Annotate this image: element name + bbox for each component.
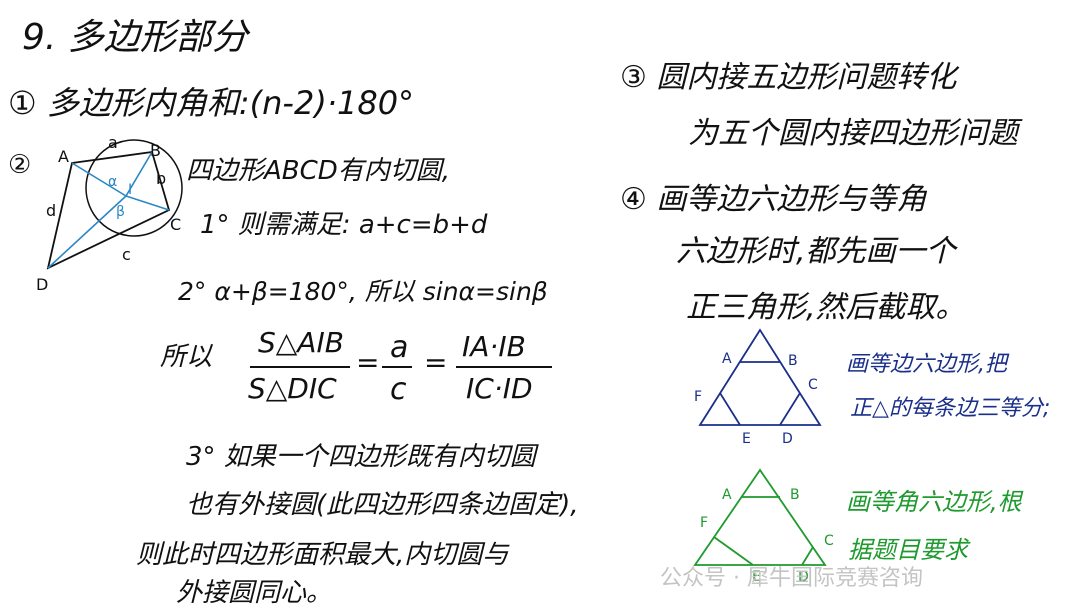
item-2-condition-3-line-3: 则此时四边形面积最大,内切圆与 [136, 540, 509, 570]
item-2-marker: ② [8, 150, 32, 180]
blue-note-line-1: 画等边六边形,把 [846, 352, 1007, 377]
item-1-interior-angle-sum: ① 多边形内角和:(n-2)·180° [8, 84, 415, 122]
vertex-c-label: C [170, 215, 181, 234]
watermark: 公众号 · 犀牛国际竞赛咨询 [660, 566, 923, 591]
fraction-bar-mid [382, 366, 412, 368]
equilateral-hexagon-figure: A B C D E F [694, 328, 822, 447]
diagonal-id [47, 195, 127, 269]
area-dic-denominator: S△DIC [248, 372, 337, 405]
green-label-c: C [824, 533, 834, 549]
item-2-description: 四边形ABCD有内切圆, [186, 156, 451, 186]
item-3-line-2: 为五个圆内接四边形问题 [688, 116, 1018, 151]
page-title: 9. 多边形部分 [22, 17, 248, 58]
green-label-d: D [798, 569, 809, 585]
fraction-bar-left [250, 366, 350, 368]
item-4-line-1: ④ 画等边六边形与等角 [620, 182, 927, 217]
equiangular-hexagon-figure: A B C D E F [693, 468, 834, 585]
side-c-label: c [122, 245, 131, 264]
center-i-label: I [128, 182, 132, 198]
side-a-numerator: a [390, 330, 409, 365]
diagonal-ib [125, 151, 153, 197]
incircle [85, 139, 183, 237]
fraction-bar-right [456, 366, 552, 368]
item-2-condition-2: 2° α+β=180°, 所以 sinα=sinβ [178, 277, 548, 306]
equals-sign-1: = [356, 346, 380, 379]
side-a-label: a [108, 133, 118, 152]
green-label-f: F [700, 515, 708, 531]
item-4-line-3: 正三角形,然后截取。 [686, 290, 966, 325]
blue-label-b: B [788, 353, 798, 369]
blue-label-d: D [782, 431, 793, 447]
item-2-condition-3-line-4: 外接圆同心。 [176, 578, 333, 608]
area-aib-numerator: S△AIB [258, 326, 344, 359]
vertex-d-label: D [36, 275, 48, 294]
angle-alpha-label: α [108, 174, 117, 190]
green-label-a: A [722, 487, 732, 503]
blue-cut-cd [779, 392, 801, 426]
green-cut-ef [713, 536, 754, 566]
green-note-line-1: 画等角六边形,根 [846, 488, 1022, 516]
item-2-condition-3-line-1: 3° 如果一个四边形既有内切圆 [186, 442, 536, 472]
green-note-line-2: 据题目要求 [848, 536, 968, 564]
fraction-prefix: 所以 [160, 342, 213, 372]
blue-label-a: A [722, 351, 732, 367]
item-3-line-1: ③ 圆内接五边形问题转化 [620, 60, 957, 95]
vertex-b-label: B [150, 141, 161, 160]
side-c-denominator: c [390, 372, 407, 407]
blue-label-f: F [694, 389, 702, 405]
item-2-condition-3-line-2: 也有外接圆(此四边形四条边固定), [186, 490, 579, 520]
green-label-e: E [752, 569, 761, 585]
angle-beta-label: β [116, 204, 125, 220]
blue-cut-ef [719, 392, 741, 426]
item-4-line-2: 六边形时,都先画一个 [676, 234, 956, 269]
blue-note-line-2: 正△的每条边三等分; [850, 396, 1051, 421]
blue-triangle [698, 328, 822, 426]
diagonal-ic [125, 195, 170, 211]
item-2-condition-1: 1° 则需满足: a+c=b+d [200, 210, 488, 240]
ic-id-denominator: IC·ID [466, 372, 533, 405]
green-triangle [693, 468, 827, 566]
vertex-a-label: A [58, 147, 69, 166]
diagonal-ia [71, 162, 127, 197]
side-d-label: d [46, 201, 56, 220]
blue-label-e: E [742, 431, 751, 447]
ia-ib-numerator: IA·IB [462, 330, 526, 363]
green-label-b: B [790, 487, 800, 503]
side-b-label: b [156, 169, 166, 188]
incircle-quadrilateral-figure: A B C D a b c d α I β [36, 133, 183, 294]
green-cut-cd [801, 546, 814, 566]
blue-label-c: C [808, 377, 818, 393]
equals-sign-2: = [424, 346, 448, 379]
